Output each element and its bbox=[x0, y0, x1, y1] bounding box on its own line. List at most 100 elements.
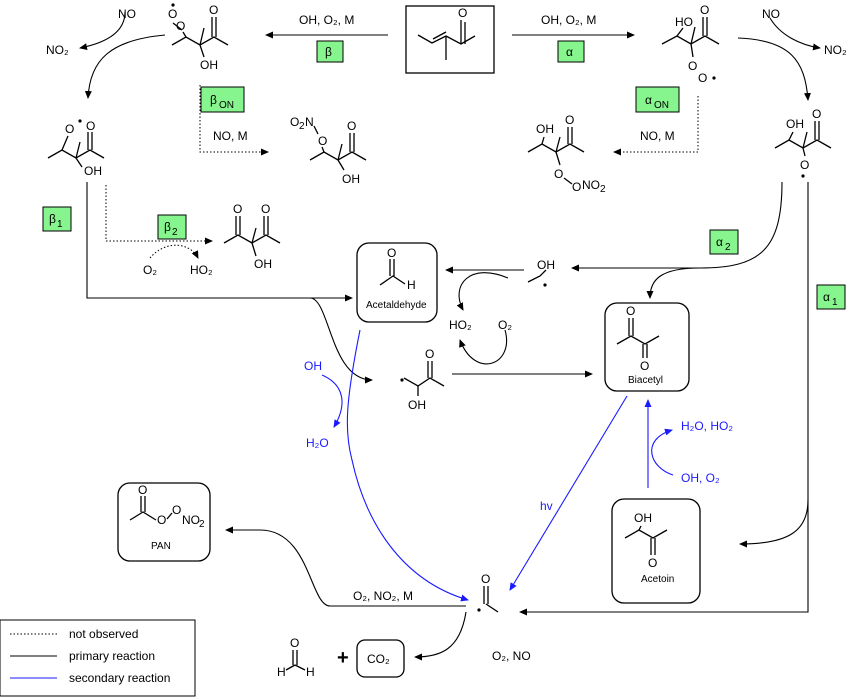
svg-text:1: 1 bbox=[57, 219, 63, 230]
tag-beta1: β 1 bbox=[42, 206, 72, 232]
svg-text:O: O bbox=[626, 304, 635, 318]
svg-text:O: O bbox=[290, 636, 299, 650]
formaldehyde: O H H bbox=[277, 636, 315, 679]
tag-alpha-on: α ON bbox=[635, 86, 680, 113]
label-oh-o2: OH, O₂ bbox=[681, 471, 720, 485]
svg-text:O: O bbox=[65, 122, 74, 136]
svg-text:HO: HO bbox=[675, 15, 693, 29]
hydroxyethyl-radical: OH bbox=[527, 258, 555, 287]
arrow-alpha-on bbox=[613, 96, 699, 156]
legend-not-observed: not observed bbox=[69, 627, 138, 641]
svg-text:OH: OH bbox=[536, 122, 554, 136]
svg-text:ON: ON bbox=[654, 100, 669, 111]
svg-text:O: O bbox=[138, 483, 147, 497]
svg-text:O: O bbox=[572, 180, 581, 194]
svg-text:α: α bbox=[566, 45, 573, 59]
acetaldehyde-box: O H Acetaldehyde bbox=[356, 242, 438, 323]
label-o2-cycle: O₂ bbox=[498, 318, 512, 332]
svg-text:OH: OH bbox=[254, 257, 272, 271]
svg-text:OH: OH bbox=[342, 172, 360, 186]
svg-text:O: O bbox=[425, 347, 434, 361]
biacetyl-box: O O Biacetyl bbox=[604, 302, 690, 392]
peroxy-radical-alpha: HO O O O bbox=[661, 3, 720, 85]
pan-label: PAN bbox=[151, 541, 171, 552]
svg-text:β: β bbox=[210, 93, 217, 107]
co2-label: CO₂ bbox=[367, 652, 390, 666]
arrow-alpha-to-alkoxy bbox=[737, 37, 811, 101]
label-no-right: NO bbox=[762, 7, 780, 21]
arrow-oh-h2o bbox=[321, 374, 343, 428]
pan-box: O O O NO 2 PAN bbox=[117, 482, 211, 562]
tag-beta-on: β ON bbox=[200, 86, 245, 113]
arrow-alpha2-biacetyl bbox=[646, 267, 701, 299]
svg-text:2: 2 bbox=[600, 184, 606, 195]
nitrate-beta: O 2 N O OH O bbox=[290, 115, 367, 186]
svg-text:H: H bbox=[306, 665, 315, 679]
svg-text:O: O bbox=[290, 115, 299, 129]
svg-text:O: O bbox=[700, 3, 709, 17]
svg-text:2: 2 bbox=[199, 519, 205, 530]
svg-text:O: O bbox=[800, 158, 809, 172]
peroxy-radical-beta: O O OH O bbox=[168, 3, 229, 72]
reactant-box: O bbox=[405, 5, 495, 74]
svg-text:NO: NO bbox=[582, 178, 600, 192]
arrow-alpha1-acetoin bbox=[739, 182, 809, 548]
svg-text:α: α bbox=[645, 93, 652, 107]
arrow-acetaldehyde-acetyl bbox=[346, 329, 469, 602]
svg-text:α: α bbox=[823, 290, 830, 304]
label-no-m-right: NO, M bbox=[640, 129, 675, 143]
legend: not observed primary reaction secondary … bbox=[0, 619, 196, 697]
tag-beta2: β 2 bbox=[157, 214, 187, 240]
svg-text:O: O bbox=[554, 167, 563, 181]
svg-text:2: 2 bbox=[172, 227, 178, 238]
tag-alpha1: α 1 bbox=[816, 284, 846, 310]
svg-text:OH: OH bbox=[537, 258, 555, 272]
legend-secondary: secondary reaction bbox=[69, 671, 170, 685]
svg-text:2: 2 bbox=[725, 242, 731, 253]
arrow-o2-ho2 bbox=[149, 244, 199, 259]
svg-text:β: β bbox=[164, 220, 171, 234]
label-o2-no2-m: O₂, NO₂, M bbox=[353, 589, 413, 603]
svg-text:H: H bbox=[407, 278, 416, 292]
svg-text:β: β bbox=[325, 45, 332, 59]
arrow-acetyl-co2 bbox=[414, 611, 467, 661]
arrow-cycle-bottom bbox=[459, 329, 508, 365]
arrow-beta2 bbox=[105, 185, 213, 245]
svg-text:α: α bbox=[716, 235, 723, 249]
co2-box: CO₂ bbox=[356, 639, 405, 678]
arrow-beta1 bbox=[86, 182, 373, 384]
arrow-oh-o2 bbox=[651, 428, 674, 476]
label-no2-right: NO₂ bbox=[824, 43, 847, 57]
svg-text:O: O bbox=[481, 572, 490, 586]
arrow-no-no2-left bbox=[79, 11, 126, 51]
svg-text:O: O bbox=[86, 119, 95, 133]
alkoxy-radical-alpha: OH O O bbox=[774, 107, 832, 178]
label-o2-no: O₂, NO bbox=[492, 649, 531, 663]
label-hv: hv bbox=[540, 499, 553, 513]
svg-text:ON: ON bbox=[219, 100, 234, 111]
svg-text:O: O bbox=[640, 359, 649, 373]
biacetyl-label: Biacetyl bbox=[628, 375, 663, 386]
svg-text:O: O bbox=[176, 19, 185, 33]
svg-text:H: H bbox=[277, 665, 286, 679]
svg-text:1: 1 bbox=[832, 297, 838, 308]
svg-text:OH: OH bbox=[408, 398, 426, 412]
label-no2-left: NO₂ bbox=[46, 43, 69, 57]
label-no-m-left: NO, M bbox=[213, 129, 248, 143]
svg-text:O: O bbox=[648, 556, 657, 570]
svg-text:O: O bbox=[172, 503, 181, 517]
acetoin-box: OH O Acetoin bbox=[611, 498, 701, 604]
svg-text:OH: OH bbox=[786, 117, 804, 131]
svg-text:N: N bbox=[305, 115, 314, 129]
label-no-left: NO bbox=[118, 7, 136, 21]
label-ho2-cycle: HO₂ bbox=[449, 318, 472, 332]
diketone-beta2: O O OH bbox=[223, 202, 281, 271]
tag-alpha: α bbox=[557, 40, 585, 63]
plus-sign: + bbox=[337, 647, 349, 669]
svg-text:O: O bbox=[387, 246, 396, 260]
label-h2o-blue: H₂O bbox=[306, 436, 329, 450]
svg-text:O: O bbox=[233, 202, 242, 216]
svg-text:O: O bbox=[157, 513, 166, 527]
arrow-cycle-top bbox=[456, 272, 509, 311]
